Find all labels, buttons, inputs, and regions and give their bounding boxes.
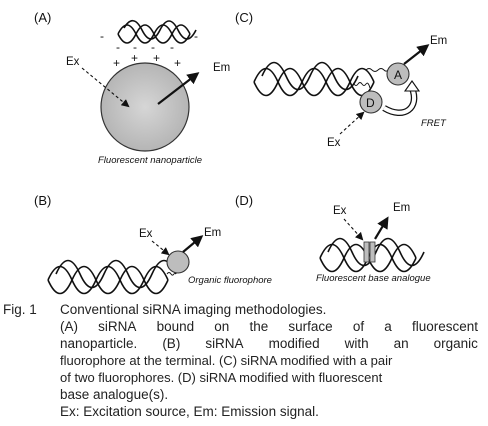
panel-b-excitation-arrow bbox=[151, 240, 170, 256]
charge-plus: + bbox=[131, 51, 138, 65]
charge-minus: - bbox=[116, 40, 120, 54]
donor-fluorophore bbox=[359, 90, 383, 114]
caption-word: bound bbox=[156, 319, 195, 334]
panel-d-caption: Fluorescent base analogue bbox=[316, 273, 431, 284]
panel-c-label: (C) bbox=[235, 10, 253, 25]
acceptor-label: A bbox=[394, 68, 402, 82]
panel-a-ex-label: Ex bbox=[66, 56, 80, 68]
caption-line-6: Ex: Excitation source, Em: Emission sign… bbox=[60, 404, 319, 419]
panel-b-ex-label: Ex bbox=[139, 228, 153, 240]
donor-label: D bbox=[366, 96, 375, 110]
panel-a-label: (A) bbox=[34, 10, 51, 25]
caption-word: an bbox=[393, 336, 409, 351]
panel-a-sirna-helix bbox=[117, 19, 197, 44]
panel-b-label: (B) bbox=[34, 193, 51, 208]
panel-b-emission-arrow bbox=[182, 235, 204, 253]
charge-minus: - bbox=[194, 29, 198, 43]
panel-c-sirna-helix bbox=[253, 61, 375, 97]
panel-b-sirna-helix bbox=[47, 259, 177, 295]
caption-word: surface bbox=[288, 319, 333, 334]
caption-line-2: nanoparticle. (B) siRNA modified with an… bbox=[60, 336, 478, 352]
caption-line-1: (A) siRNA bound on the surface of a fluo… bbox=[60, 319, 478, 335]
nanoparticle-sphere bbox=[100, 62, 190, 152]
panel-d-em-label: Em bbox=[393, 202, 410, 214]
caption-line-3: fluorophore at the terminal. (C) siRNA m… bbox=[60, 353, 393, 368]
panel-c-emission-arrow bbox=[403, 44, 430, 65]
base-analogue-block bbox=[369, 241, 376, 263]
fret-arrow-head bbox=[403, 80, 421, 92]
charge-plus: + bbox=[153, 51, 160, 65]
caption-word: siRNA bbox=[205, 336, 244, 351]
caption-word: of bbox=[352, 319, 365, 334]
panel-c: (C) A D Em Ex FRET bbox=[235, 10, 447, 149]
caption-word: the bbox=[249, 319, 269, 334]
caption-word: with bbox=[344, 336, 369, 351]
acceptor-fluorophore bbox=[386, 62, 410, 86]
fret-label: FRET bbox=[421, 118, 447, 129]
caption-word: siRNA bbox=[98, 319, 137, 334]
caption-word: a bbox=[384, 319, 392, 334]
charge-plus: + bbox=[174, 56, 181, 70]
panel-a: (A) - - - - - - + + + + Ex Em Fluorescen… bbox=[34, 10, 230, 166]
figure-number: Fig. 1 bbox=[3, 302, 37, 317]
caption-line-5: base analogue(s). bbox=[60, 387, 169, 402]
figure-title: Conventional siRNA imaging methodologies… bbox=[60, 302, 327, 317]
panel-c-linker-acceptor bbox=[365, 67, 390, 72]
caption-word: (B) bbox=[162, 336, 181, 351]
caption-word: fluorescent bbox=[411, 319, 478, 334]
caption-word: nanoparticle. bbox=[60, 336, 138, 351]
caption-line-4: of two fluorophores. (D) siRNA modified … bbox=[60, 370, 383, 385]
caption-word: organic bbox=[433, 336, 478, 351]
caption-word: on bbox=[214, 319, 230, 334]
charge-plus: + bbox=[113, 56, 120, 70]
panel-b-em-label: Em bbox=[204, 227, 221, 239]
panel-c-linker-donor bbox=[353, 82, 371, 89]
panel-c-em-label: Em bbox=[430, 35, 447, 47]
panel-a-excitation-arrow bbox=[81, 67, 130, 108]
caption-word: (A) bbox=[60, 319, 78, 334]
organic-fluorophore bbox=[166, 250, 190, 274]
charge-minus: - bbox=[133, 40, 137, 54]
fret-arrow-body bbox=[382, 87, 416, 115]
panel-a-charges: - - - - - - + + + + bbox=[100, 29, 198, 70]
panel-d-emission-arrow bbox=[374, 216, 389, 240]
panel-d-excitation-arrow bbox=[343, 218, 364, 241]
panel-c-excitation-arrow bbox=[339, 111, 365, 135]
panel-a-emission-arrow bbox=[157, 72, 200, 105]
panel-a-em-label: Em bbox=[213, 62, 230, 74]
panel-d: (D) Ex Em Fluorescent base analogue bbox=[235, 193, 431, 284]
panel-b: (B) Ex Em Organic fluorophore bbox=[34, 193, 272, 295]
charge-minus: - bbox=[100, 29, 104, 43]
panel-a-caption: Fluorescent nanoparticle bbox=[98, 155, 202, 166]
caption-word: modified bbox=[268, 336, 320, 351]
charge-minus: - bbox=[151, 40, 155, 54]
panel-c-ex-label: Ex bbox=[327, 137, 341, 149]
panel-d-label: (D) bbox=[235, 193, 253, 208]
charge-minus: - bbox=[170, 40, 174, 54]
panel-d-ex-label: Ex bbox=[333, 205, 347, 217]
base-analogue-block bbox=[363, 241, 370, 263]
panel-b-caption: Organic fluorophore bbox=[188, 275, 272, 286]
